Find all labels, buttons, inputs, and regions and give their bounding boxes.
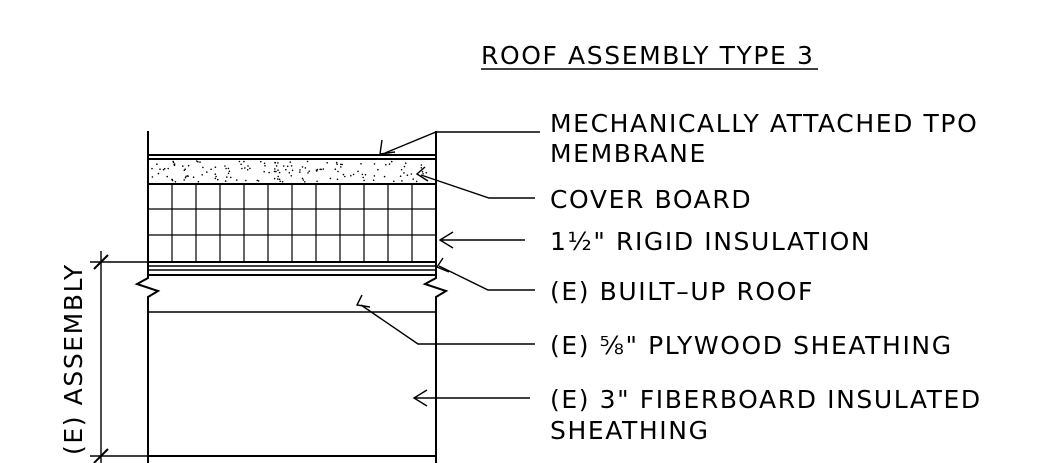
callout-labels: MECHANICALLY ATTACHED TPO MEMBRANE COVER… — [550, 109, 982, 445]
built-up-roof-plies — [148, 265, 436, 276]
callout-built-up-roof: (E) BUILT–UP ROOF — [550, 277, 814, 306]
break-lines — [134, 262, 449, 310]
existing-assembly-label: (E) ASSEMBLY — [59, 263, 88, 455]
callout-tpo-line1: MECHANICALLY ATTACHED TPO — [550, 109, 978, 138]
existing-deck — [147, 310, 437, 463]
callout-leaders — [355, 131, 540, 407]
callout-fiberboard-line1: (E) 3" FIBERBOARD INSULATED — [550, 385, 982, 414]
rigid-insulation-grid — [148, 184, 436, 262]
callout-cover-board: COVER BOARD — [550, 185, 752, 214]
callout-tpo-line2: MEMBRANE — [550, 139, 707, 168]
callout-plywood: (E) ⅝" PLYWOOD SHEATHING — [550, 331, 953, 360]
callout-rigid-insulation: 1½" RIGID INSULATION — [550, 227, 871, 256]
drawing-title: ROOF ASSEMBLY TYPE 3 — [481, 41, 815, 70]
existing-assembly-dimension — [90, 251, 148, 463]
cover-board-stipple — [151, 160, 428, 183]
callout-fiberboard-line2: SHEATHING — [550, 416, 710, 445]
